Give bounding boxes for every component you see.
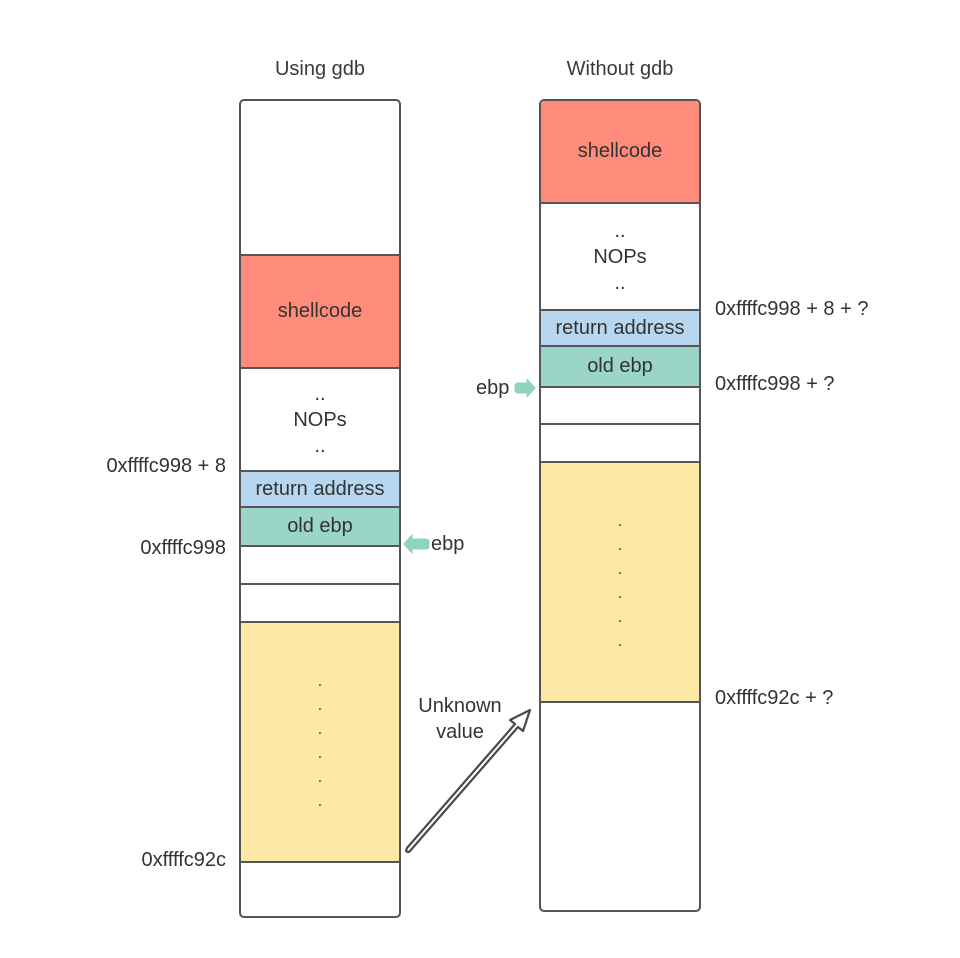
empty-slot	[241, 101, 399, 256]
empty-slot	[241, 585, 399, 623]
ebp-pointer-label-right: ebp	[476, 377, 510, 399]
empty-slot	[541, 425, 699, 463]
old-ebp-label: old ebp	[287, 515, 353, 537]
filler-dot: .	[617, 633, 623, 650]
shellcode-block: shellcode	[241, 256, 399, 369]
nops-dots-top: ..	[614, 219, 626, 242]
filler-dot: .	[317, 697, 323, 714]
old-ebp-block: old ebp	[241, 508, 399, 547]
address-right-ebp: 0xffffc998 + ?	[715, 373, 835, 395]
nops-dots-top: ..	[314, 382, 326, 405]
empty-slot	[541, 388, 699, 425]
ebp-arrow-icon	[403, 534, 430, 554]
old-ebp-label: old ebp	[587, 355, 653, 377]
filler-dot: .	[317, 769, 323, 786]
address-right-return: 0xffffc998 + 8 + ?	[715, 298, 869, 320]
unknown-value-line1: Unknown	[418, 695, 502, 717]
filler-block: . . . . . .	[241, 623, 399, 863]
ebp-arrow-icon	[514, 378, 536, 398]
empty-slot	[241, 547, 399, 585]
nops-block: .. NOPs ..	[241, 369, 399, 472]
filler-dot: .	[617, 585, 623, 602]
old-ebp-block: old ebp	[541, 347, 699, 388]
filler-dot: .	[317, 745, 323, 762]
address-left-return: 0xffffc998 + 8	[106, 455, 226, 477]
address-left-bottom: 0xffffc92c	[141, 849, 226, 871]
nops-block: .. NOPs ..	[541, 204, 699, 311]
return-address-label: return address	[255, 477, 385, 500]
address-left-ebp: 0xffffc998	[140, 537, 226, 559]
title-without-gdb: Without gdb	[566, 58, 674, 80]
shellcode-block: shellcode	[541, 101, 699, 204]
stack-without-gdb: shellcode .. NOPs .. return address old …	[539, 99, 701, 912]
nops-dots-bottom: ..	[614, 271, 626, 294]
filler-dot: .	[617, 537, 623, 554]
filler-dot: .	[317, 721, 323, 738]
return-address-label: return address	[555, 316, 685, 339]
shellcode-label: shellcode	[277, 300, 363, 322]
ebp-pointer-label-left: ebp	[431, 533, 465, 555]
unknown-value-note: Unknown value	[398, 693, 522, 745]
nops-label: NOPs	[293, 408, 347, 431]
filler-dot: .	[317, 673, 323, 690]
unknown-value-line2: value	[436, 721, 484, 743]
filler-block: . . . . . .	[541, 463, 699, 703]
stack-using-gdb: shellcode .. NOPs .. return address old …	[239, 99, 401, 918]
filler-dot: .	[317, 793, 323, 810]
address-right-bottom: 0xffffc92c + ?	[715, 687, 834, 709]
filler-dot: .	[617, 609, 623, 626]
unknown-value-arrow-icon	[404, 708, 532, 854]
return-address-block: return address	[241, 472, 399, 508]
nops-dots-bottom: ..	[314, 434, 326, 457]
title-using-gdb: Using gdb	[274, 58, 366, 80]
shellcode-label: shellcode	[577, 140, 663, 162]
nops-label: NOPs	[593, 245, 647, 268]
filler-dot: .	[617, 513, 623, 530]
return-address-block: return address	[541, 311, 699, 347]
filler-dot: .	[617, 561, 623, 578]
